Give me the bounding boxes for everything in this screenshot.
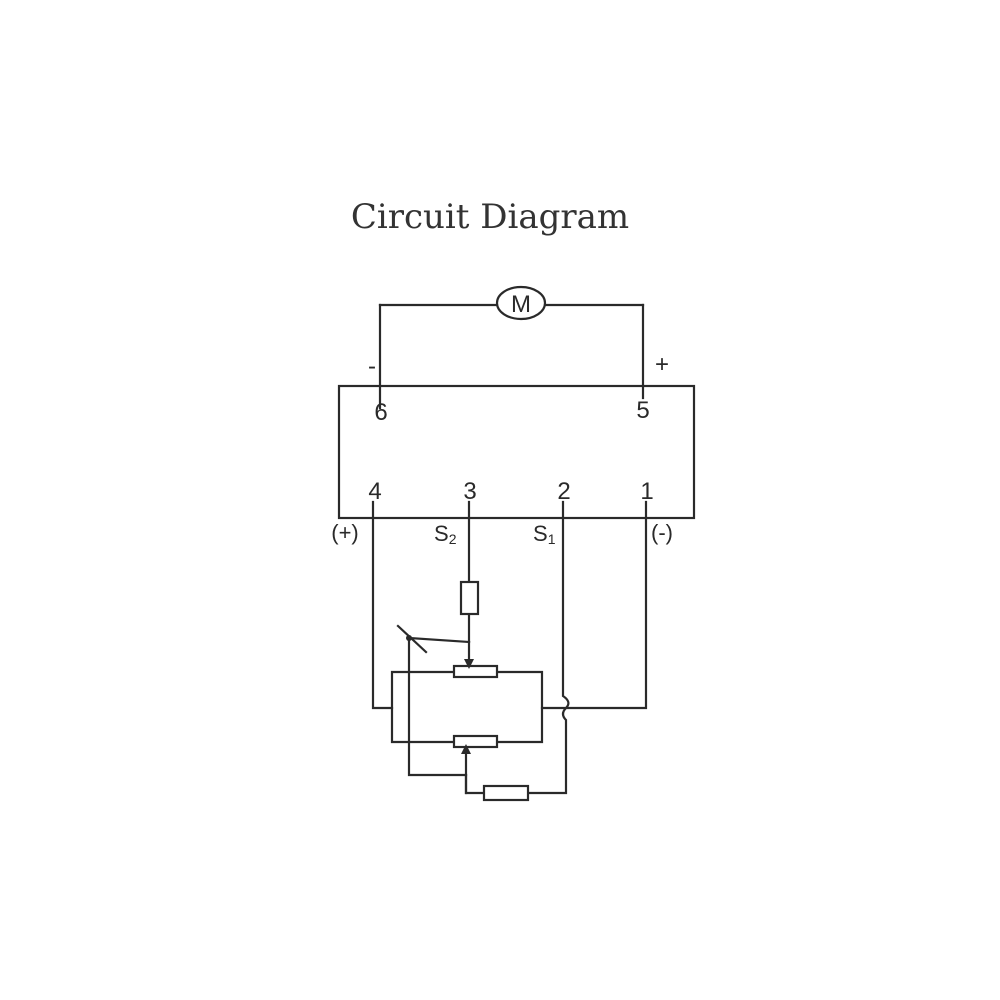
motor-symbol xyxy=(495,285,547,321)
upper-potentiometer xyxy=(452,664,499,679)
throttle-network xyxy=(390,624,544,802)
minus-terminal-label: (-) xyxy=(651,520,673,545)
junction-dot xyxy=(406,635,412,641)
s2-resistor xyxy=(459,580,480,616)
diagram-title: Circuit Diagram xyxy=(351,197,629,237)
motor-plus-sign: + xyxy=(655,351,669,378)
pin-3-label: 3 xyxy=(463,478,476,505)
pin-1-label: 1 xyxy=(640,478,653,505)
lower-potentiometer xyxy=(452,734,499,749)
pin-2-label: 2 xyxy=(557,478,570,505)
pin-4-label: 4 xyxy=(368,478,381,505)
motor-loop xyxy=(378,303,645,410)
motor: M xyxy=(495,285,547,321)
s2-label: S2 xyxy=(434,521,457,547)
controller-box xyxy=(337,384,696,520)
pin-4-wire xyxy=(371,500,394,710)
pin-5-label: 5 xyxy=(636,397,649,424)
motor-minus-sign: - xyxy=(368,353,376,380)
s1-label: S1 xyxy=(533,521,556,547)
pin-1-wire xyxy=(540,500,648,710)
adjust-slash xyxy=(396,624,428,654)
motor-label: M xyxy=(511,291,531,318)
lower-resistor xyxy=(482,784,530,802)
pot-frame xyxy=(390,670,544,744)
pin-6-label: 6 xyxy=(374,399,387,426)
plus-terminal-label: (+) xyxy=(331,520,359,545)
